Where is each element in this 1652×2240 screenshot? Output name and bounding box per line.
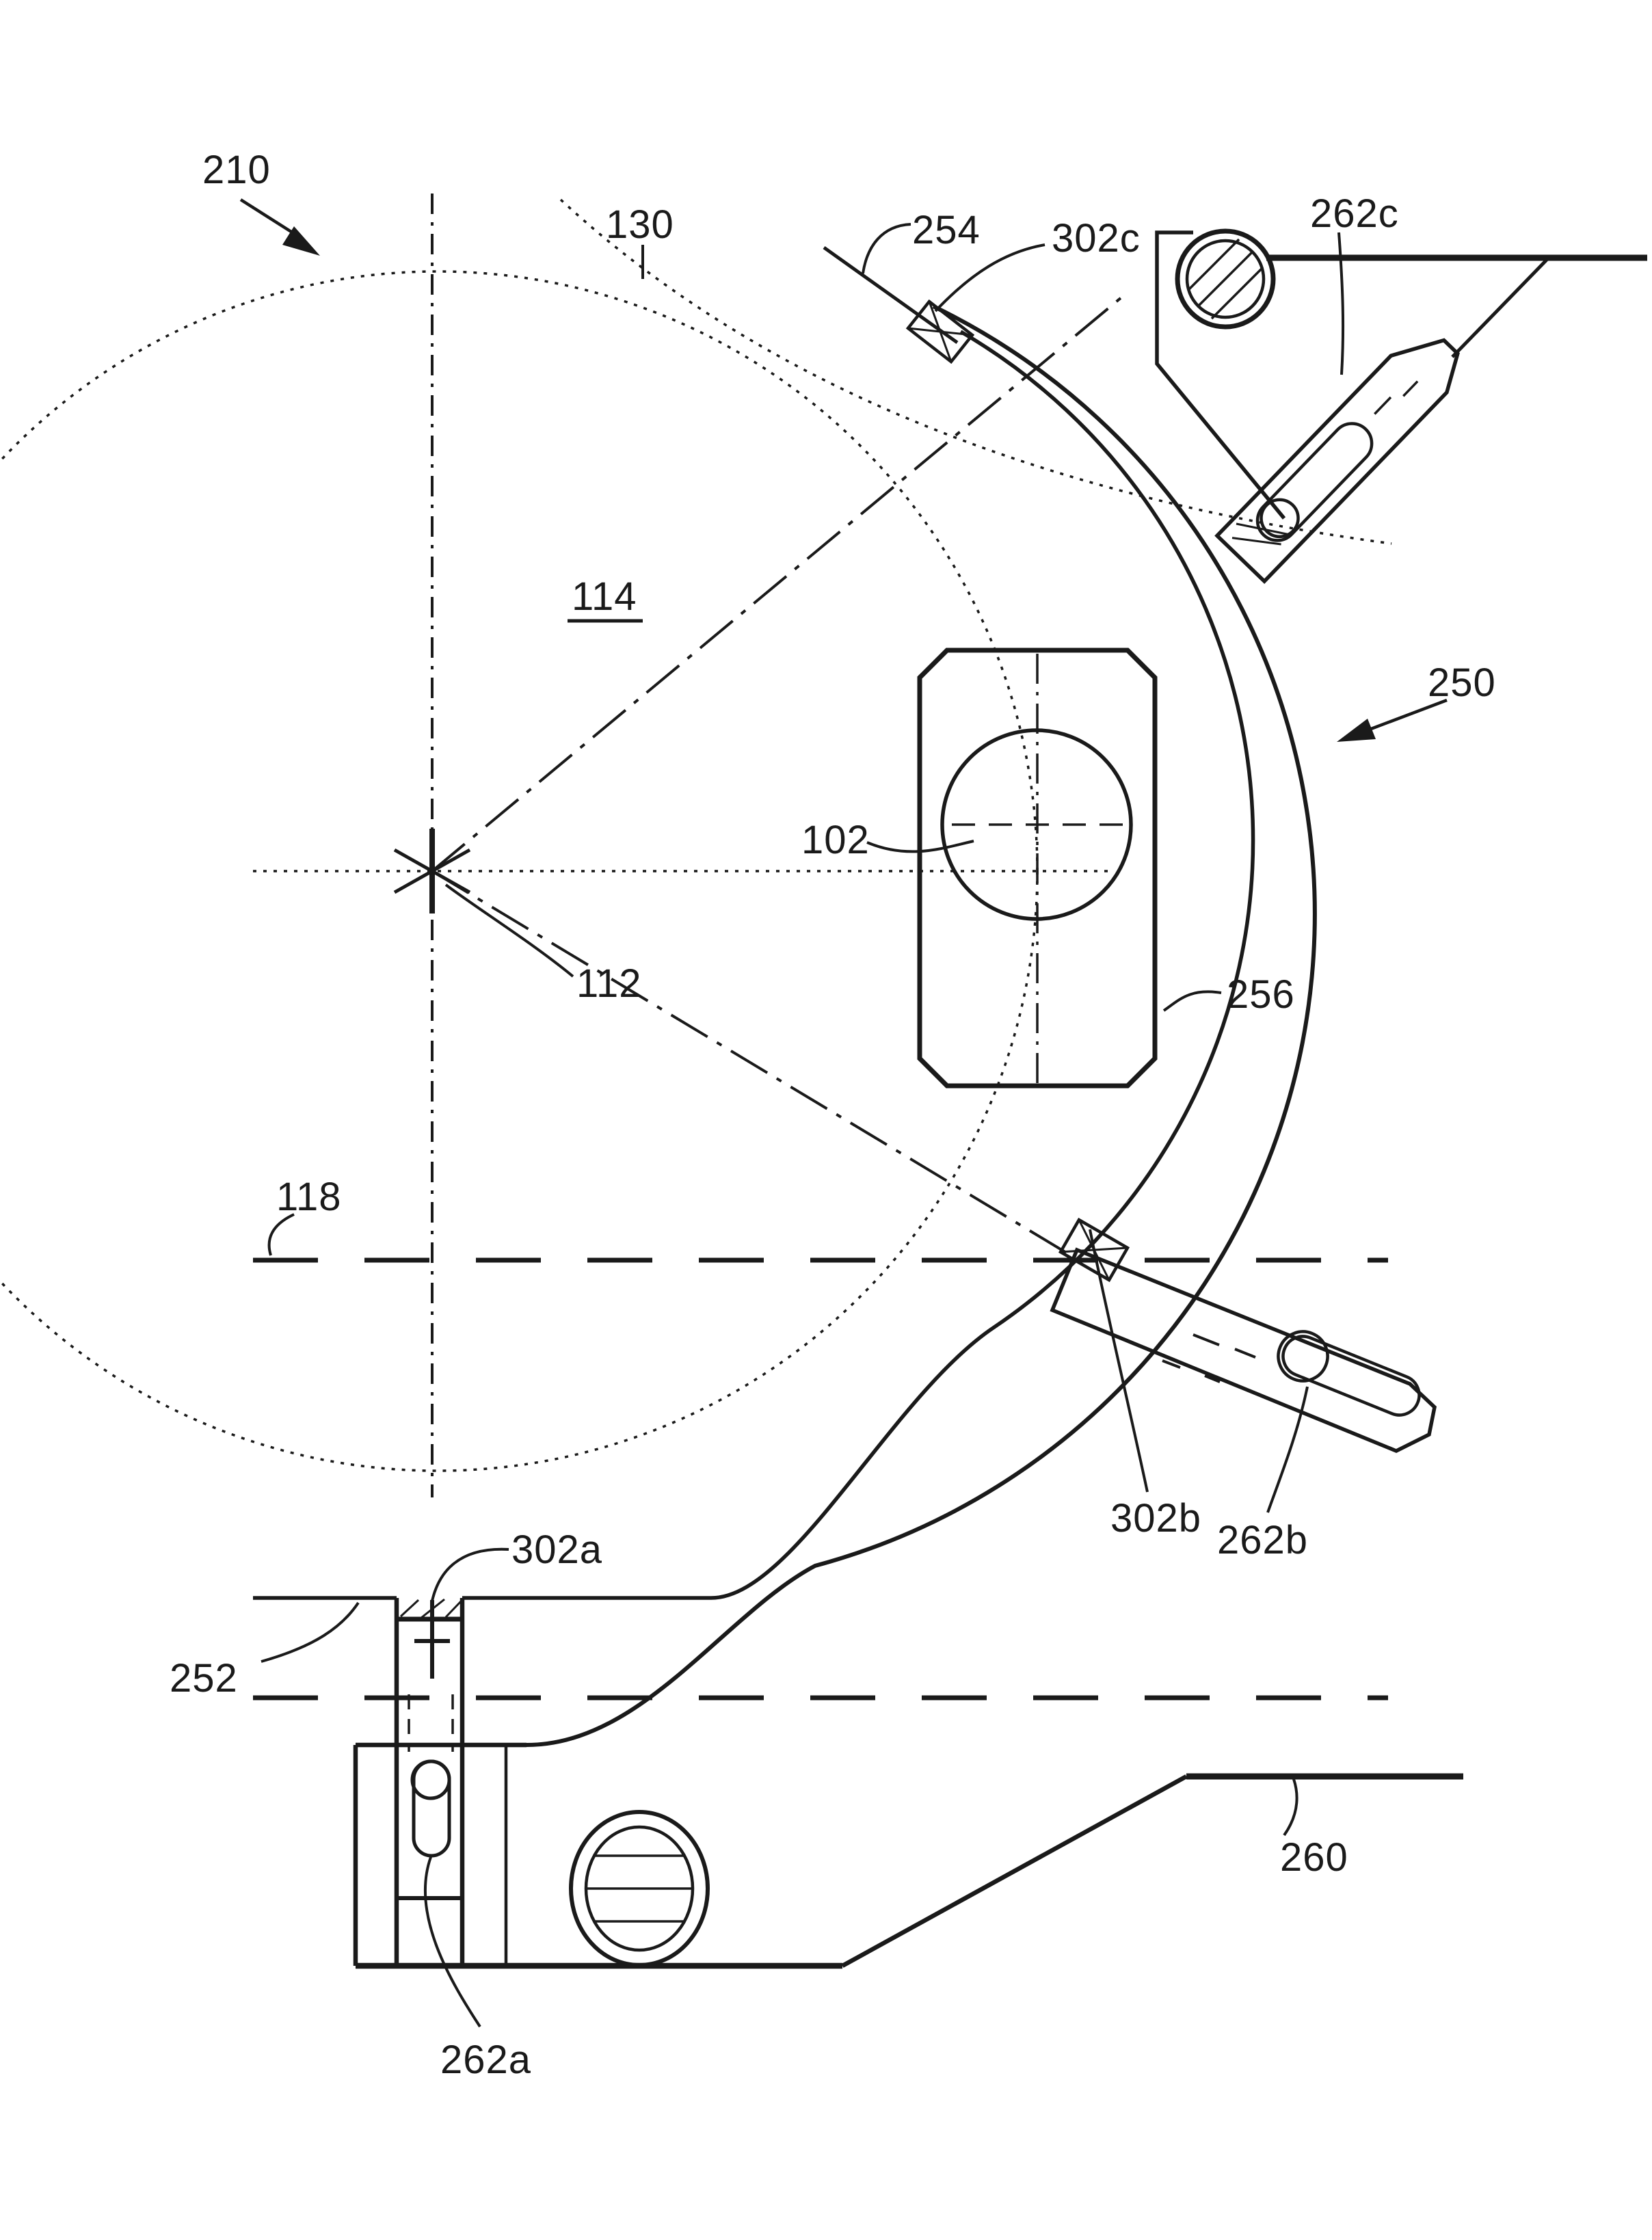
upper-pin-hatched-circle xyxy=(1175,228,1276,330)
leader-250-arrowhead xyxy=(1337,719,1376,742)
leader-254 xyxy=(862,223,911,274)
label-102: 102 xyxy=(801,818,870,862)
leader-262c xyxy=(1337,232,1345,375)
leader-210-arrowhead xyxy=(282,226,320,256)
leader-112 xyxy=(444,883,574,978)
label-302b: 302b xyxy=(1110,1496,1201,1541)
leader-302b xyxy=(1089,1229,1149,1493)
label-260: 260 xyxy=(1280,1835,1348,1880)
leader-lines xyxy=(239,198,1448,2028)
label-250: 250 xyxy=(1428,661,1496,705)
leader-252 xyxy=(261,1601,360,1663)
clamp-262a xyxy=(394,1598,465,1966)
axis-line-114 xyxy=(431,296,1123,872)
label-210: 210 xyxy=(202,148,271,192)
leader-260 xyxy=(1283,1778,1298,1837)
clamp-262c xyxy=(1214,338,1460,585)
leader-262a xyxy=(423,1856,481,2028)
label-114: 114 xyxy=(572,574,637,619)
upper-bracket-outline xyxy=(1155,230,1286,520)
trajectory-dotted-arc-130 xyxy=(559,198,1392,545)
detector-block-102 xyxy=(917,648,1158,1089)
radial-dashdot-line xyxy=(431,870,1072,1257)
leader-102 xyxy=(866,840,974,853)
label-130: 130 xyxy=(606,202,674,247)
leader-302c xyxy=(934,243,1045,312)
label-302c: 302c xyxy=(1052,216,1141,261)
label-262a: 262a xyxy=(440,2038,531,2082)
clamp-262b xyxy=(1050,1247,1437,1454)
gantry-ring-inner-edge xyxy=(462,330,1255,1600)
interface-cross-302a xyxy=(414,1600,450,1679)
label-302a: 302a xyxy=(511,1528,602,1572)
leader-262b xyxy=(1266,1386,1309,1513)
label-252: 252 xyxy=(170,1656,238,1701)
leader-256 xyxy=(1162,990,1222,1012)
label-118: 118 xyxy=(276,1175,341,1219)
label-262b: 262b xyxy=(1217,1518,1308,1562)
reference-labels: 210 130 254 302c 262c 114 102 250 112 25… xyxy=(170,148,1496,2082)
leader-302a xyxy=(430,1547,509,1605)
cut-line-254 xyxy=(823,245,959,345)
label-262c: 262c xyxy=(1310,191,1399,236)
label-254: 254 xyxy=(912,208,981,252)
base-bracket-260 xyxy=(353,1742,1463,1969)
label-256: 256 xyxy=(1227,972,1295,1017)
gantry-ring-outer-edge xyxy=(526,304,1317,1747)
interface-block-302c xyxy=(905,299,975,364)
base-pin-hatched-circle xyxy=(569,1810,710,1967)
upper-bracket-right-edge xyxy=(1451,258,1548,358)
leader-118 xyxy=(267,1213,295,1256)
isocenter-crosshair xyxy=(393,829,471,914)
label-112: 112 xyxy=(576,961,641,1006)
leader-210-shaft xyxy=(239,198,300,238)
leader-250-shaft xyxy=(1370,698,1448,731)
